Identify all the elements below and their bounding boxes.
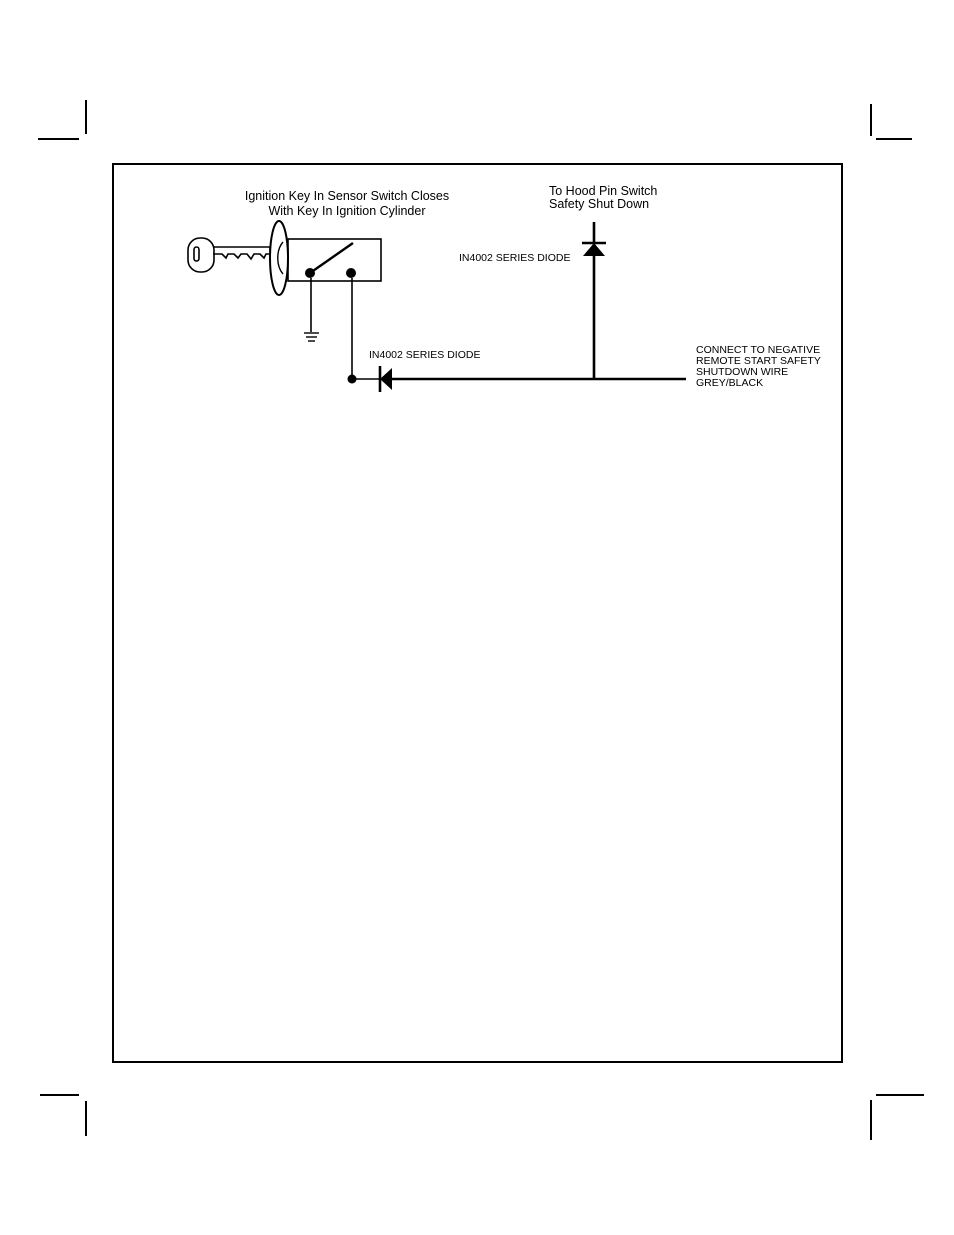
hood-label-line-1: To Hood Pin Switch: [549, 184, 657, 198]
ignition-cylinder-icon: [270, 221, 288, 295]
switch-contact-right: [346, 268, 356, 278]
hood-diode-symbol: [582, 243, 606, 256]
hood-label-line-2: Safety Shut Down: [549, 197, 649, 211]
sensor-label-line-1: Ignition Key In Sensor Switch Closes: [245, 189, 449, 203]
key-sensor-switch: [288, 239, 381, 281]
main-diode-symbol: [380, 366, 392, 392]
ground-symbol: [304, 278, 319, 341]
sensor-label-line-2: With Key In Ignition Cylinder: [268, 204, 425, 218]
switch-contact-left: [305, 268, 315, 278]
connect-label-line-4: GREY/BLACK: [696, 377, 763, 389]
main-diode-label: IN4002 SERIES DIODE: [369, 349, 480, 361]
diagram-frame: [113, 164, 842, 1062]
hood-diode-label: IN4002 SERIES DIODE: [459, 252, 570, 264]
ignition-key-icon: [188, 238, 270, 272]
